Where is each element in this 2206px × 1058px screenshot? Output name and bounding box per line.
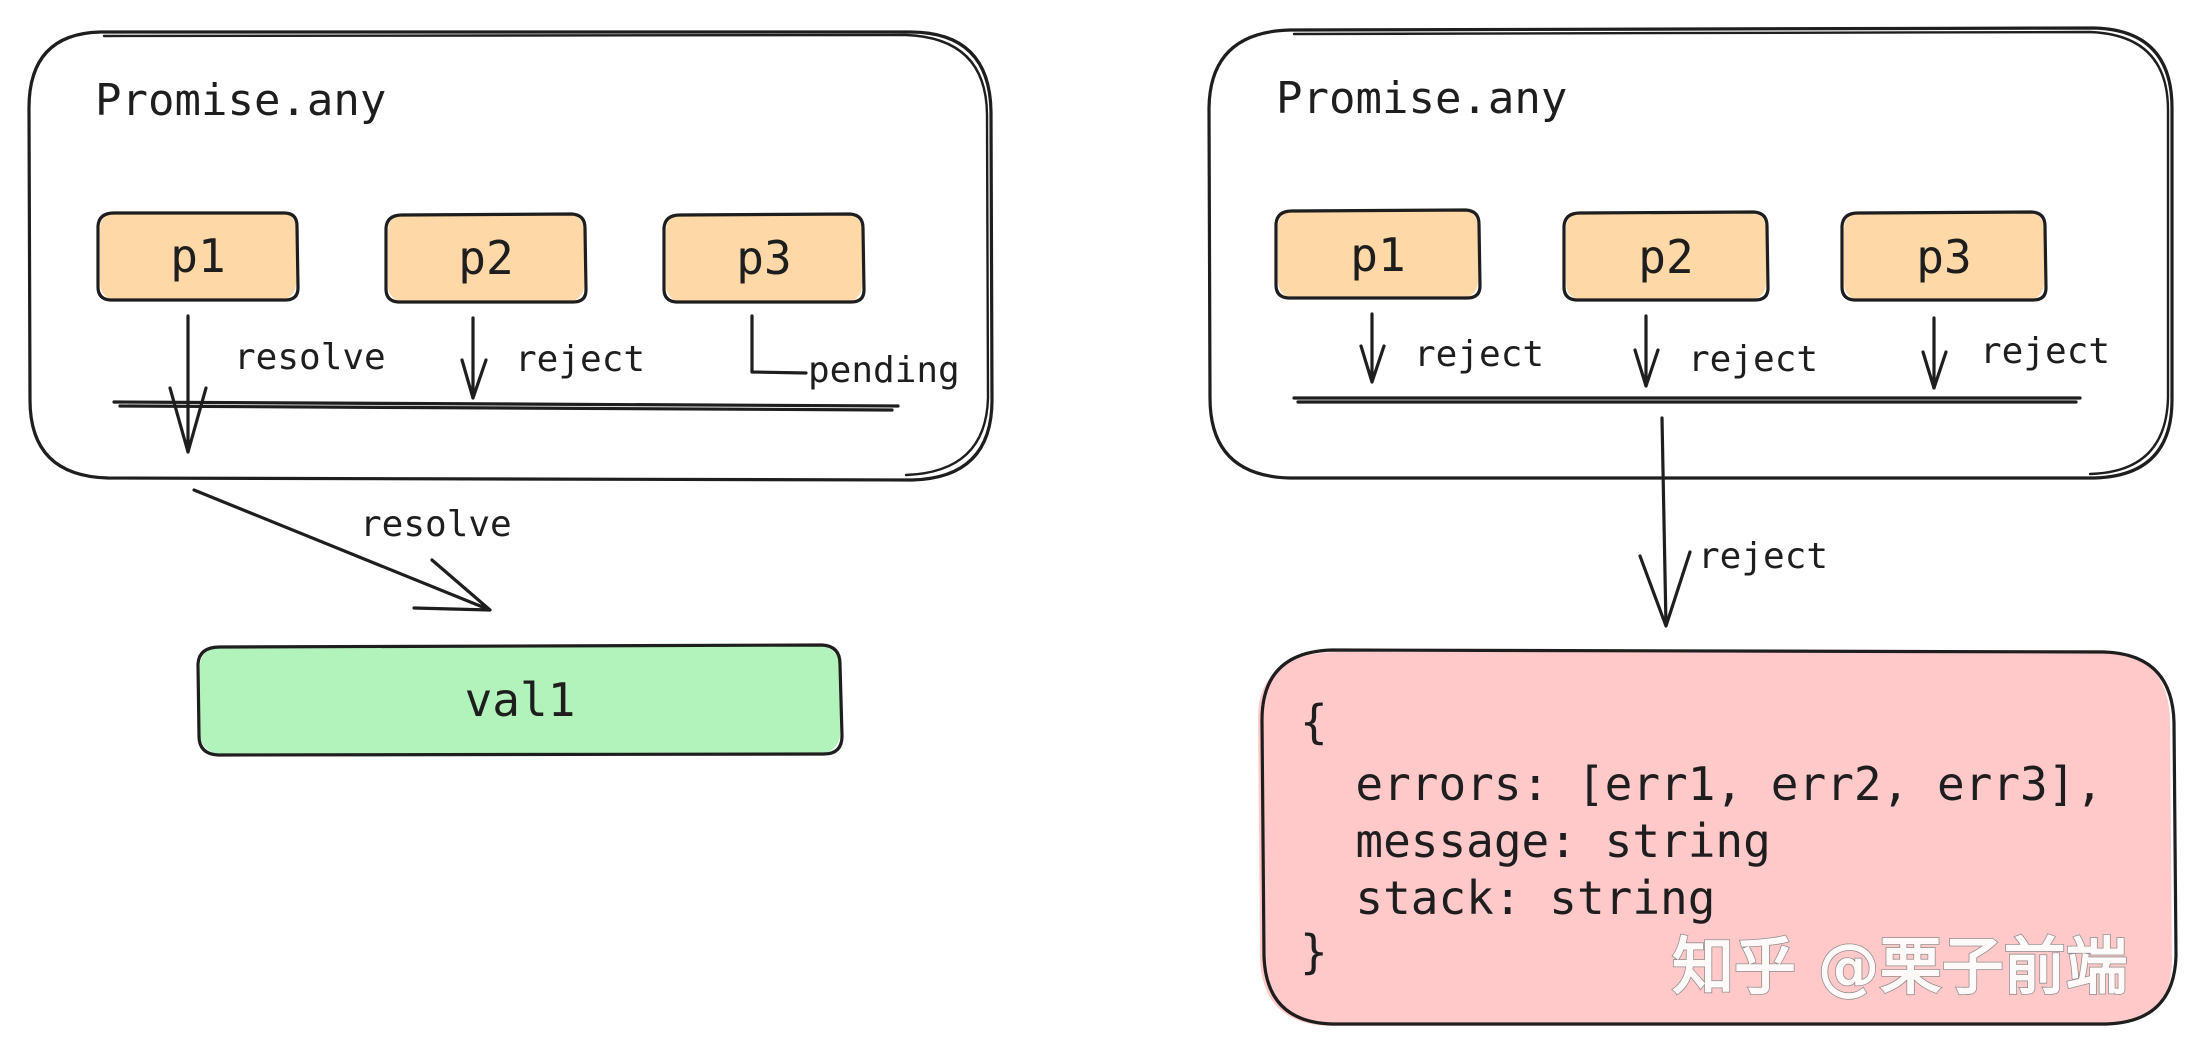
right-p1-state-label: reject	[1414, 334, 1544, 375]
left-p2-state-label: reject	[515, 339, 645, 380]
left-panel: Promise.any p1 p2 p3 resolve reject pend…	[27, 30, 994, 757]
right-settle-baseline	[1292, 396, 2082, 404]
right-panel-title: Promise.any	[1276, 73, 1567, 124]
watermark-text: 知乎 @栗子前端	[1672, 930, 2128, 1003]
right-p1-reject-arrow	[1359, 312, 1386, 384]
right-p1-label: p1	[1350, 228, 1405, 282]
right-output-label: reject	[1698, 536, 1828, 577]
error-close-brace: }	[1300, 925, 1328, 979]
left-settle-baseline	[112, 400, 900, 412]
right-panel: Promise.any p1 p2 p3 reject reject rejec…	[1207, 26, 2178, 1026]
error-open-brace: {	[1300, 695, 1328, 749]
right-promise-p2: p2	[1562, 210, 1770, 302]
right-p3-reject-arrow	[1921, 316, 1948, 390]
right-p2-label: p2	[1638, 230, 1693, 284]
left-p1-state-label: resolve	[234, 337, 386, 378]
error-line-stack: stack: string	[1300, 871, 1715, 925]
left-p3-state-label: pending	[808, 350, 960, 391]
right-p2-reject-arrow	[1633, 314, 1660, 388]
right-p2-state-label: reject	[1688, 339, 1818, 380]
left-promise-p1: p1	[96, 211, 300, 302]
left-p3-label: p3	[736, 231, 791, 285]
right-container-box	[1207, 26, 2174, 480]
right-promise-p1: p1	[1274, 208, 1482, 300]
right-promise-p3: p3	[1840, 210, 2048, 302]
right-error-box: { errors: [err1, err2, err3], message: s…	[1258, 648, 2178, 1026]
right-p3-state-label: reject	[1980, 331, 2110, 372]
left-promise-p3: p3	[662, 212, 866, 304]
left-p1-resolve-arrow	[168, 314, 208, 454]
error-line-message: message: string	[1300, 814, 1771, 868]
left-p1-label: p1	[170, 229, 225, 283]
right-output-arrow	[1638, 416, 1692, 628]
left-panel-title: Promise.any	[95, 75, 386, 126]
error-line-errors: errors: [err1, err2, err3],	[1300, 757, 2103, 811]
left-p2-label: p2	[458, 231, 513, 285]
left-result-value: val1	[465, 673, 576, 727]
left-container-box	[27, 30, 994, 482]
left-p2-reject-arrow	[460, 316, 488, 400]
left-output-arrow	[192, 488, 492, 612]
left-p3-pending-line	[750, 314, 808, 375]
left-container-box-sketch	[102, 33, 990, 477]
right-p3-label: p3	[1916, 230, 1971, 284]
right-container-box-sketch	[1292, 30, 2170, 476]
left-output-label: resolve	[360, 504, 512, 545]
left-result-box: val1	[196, 643, 844, 757]
left-promise-p2: p2	[384, 212, 588, 304]
